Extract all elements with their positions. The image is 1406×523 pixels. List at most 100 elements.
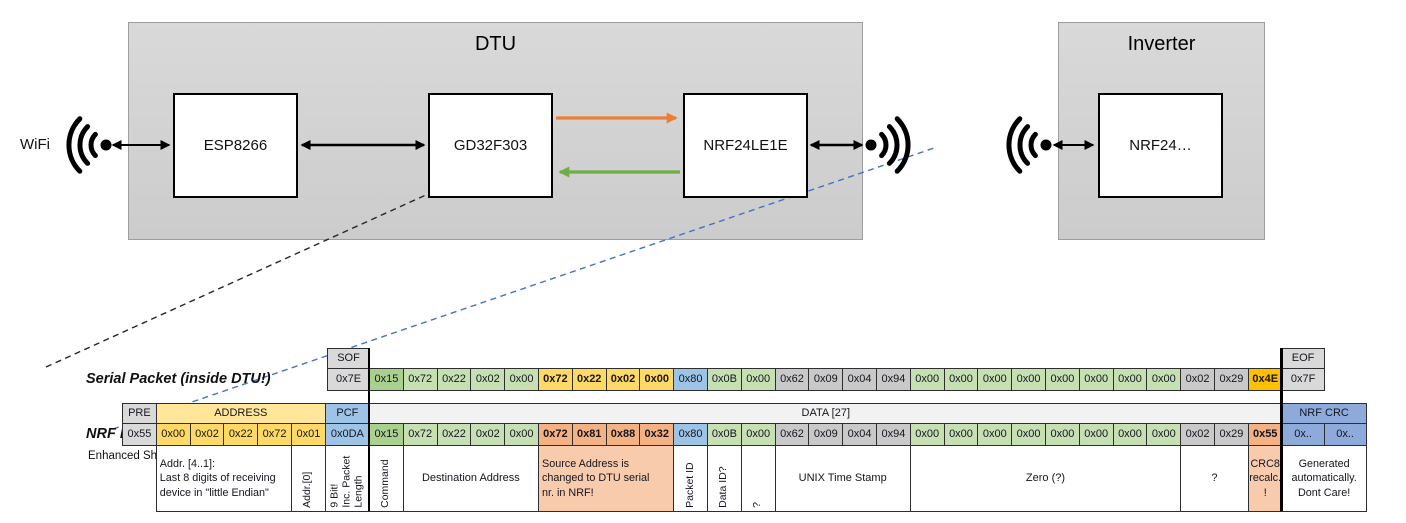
nrf-byte-cell: 0x04 <box>842 423 877 446</box>
serial-byte-cell: 0x00 <box>943 368 979 391</box>
serial-byte-cell: 0x72 <box>402 368 438 391</box>
wifi-label: WiFi <box>20 136 50 153</box>
data-boundary-line-left <box>367 348 371 511</box>
nrf-byte-cell: 0x72 <box>402 423 438 446</box>
wifi-arc <box>1017 124 1031 166</box>
nrf-byte-cell: 0x80 <box>673 423 708 446</box>
serial-byte-cell: 0x00 <box>1078 368 1114 391</box>
pre-header: PRE <box>122 403 157 424</box>
nrf-byte-cell: 0x29 <box>1214 423 1249 446</box>
eof-header: EOF <box>1281 348 1325 369</box>
annotation-text: Packet ID <box>683 461 696 508</box>
annotation-text: UNIX Time Stamp <box>798 472 887 485</box>
serial-byte-cell: 0x00 <box>639 368 675 391</box>
annotation-cell: UNIX Time Stamp <box>774 445 911 512</box>
annotation-cell: Destination Address <box>402 445 539 512</box>
nrf-byte-cell: 0x32 <box>639 423 675 446</box>
annotation-text: Addr.[0] <box>301 471 314 508</box>
serial-byte-cell: 0x72 <box>538 368 573 391</box>
wifi-dot <box>1040 139 1052 151</box>
annotation-cell: Packet ID <box>673 445 708 512</box>
nrf-byte-cell: 0x00 <box>1078 423 1114 446</box>
serial-byte-cell: 0x00 <box>1045 368 1080 391</box>
wifi-dot <box>100 139 112 151</box>
nrf-byte-cell: 0x00 <box>977 423 1013 446</box>
serial-byte-cell: 0x0B <box>707 368 742 391</box>
nrf-byte-cell: 0x00 <box>909 423 945 446</box>
address-byte-cell: 0x01 <box>291 423 326 446</box>
serial-byte-cell: 0x00 <box>1146 368 1182 391</box>
wifi-arc <box>1028 131 1038 159</box>
wifi-arc <box>77 124 91 166</box>
nrf-byte-cell: 0x00 <box>943 423 979 446</box>
annotation-cell: Addr.[0] <box>291 445 326 512</box>
nrf-byte-cell: 0x88 <box>605 423 641 446</box>
nrf-byte-cell: 0x62 <box>774 423 810 446</box>
serial-byte-cell: 0x80 <box>673 368 708 391</box>
annotation-cell: Data ID? <box>707 445 742 512</box>
nrf-byte-cell: 0x0B <box>707 423 742 446</box>
wifi-arc <box>88 131 98 159</box>
wifi-arc <box>894 116 911 174</box>
serial-byte-cell: 0x09 <box>808 368 844 391</box>
nrf-byte-cell: 0x15 <box>369 423 404 446</box>
serial-byte-cell: 0x15 <box>369 368 404 391</box>
nrf-byte-cell: 0x72 <box>538 423 573 446</box>
dtu-title: DTU <box>474 33 517 55</box>
serial-byte-cell: 0x00 <box>1112 368 1148 391</box>
wifi-arc <box>1006 116 1023 174</box>
pcf-header: PCF <box>324 403 370 424</box>
serial-byte-cell: 0x00 <box>909 368 945 391</box>
annotation-cell: Zero (?) <box>909 445 1182 512</box>
serial-byte-cell: 0x00 <box>504 368 539 391</box>
nrf-byte-cell: 0x00 <box>1011 423 1046 446</box>
inverter-box: Inverter <box>1058 22 1265 240</box>
wifi-dot <box>865 139 877 151</box>
crc-byte-cell: 0x.. <box>1281 423 1325 446</box>
nrf-byte-cell: 0x02 <box>470 423 506 446</box>
inverter-nrf24-box: NRF24… <box>1098 93 1223 198</box>
nrf-byte-cell: 0x02 <box>1180 423 1215 446</box>
wifi-arc <box>66 116 83 174</box>
nrf-byte-cell: 0x55 <box>1247 423 1283 446</box>
annotation-text: ? <box>751 501 764 508</box>
pre-value: 0x55 <box>122 423 157 446</box>
serial-byte-cell: 0x29 <box>1214 368 1249 391</box>
pcf-value: 0x0DA <box>324 423 370 446</box>
serial-byte-cell: 0x02 <box>470 368 506 391</box>
esp8266-label: ESP8266 <box>203 137 268 154</box>
address-byte-cell: 0x00 <box>155 423 191 446</box>
address-header: ADDRESS <box>155 403 326 424</box>
serial-byte-cell: 0x04 <box>842 368 877 391</box>
nrf-byte-cell: 0x00 <box>1045 423 1080 446</box>
nrf-crc-header: NRF CRC <box>1281 403 1367 424</box>
annotation-cell: ? <box>1180 445 1249 512</box>
nrf-byte-cell: 0x94 <box>876 423 911 446</box>
annotation-cell: ? <box>740 445 776 512</box>
serial-byte-cell: 0x02 <box>605 368 641 391</box>
nrf-byte-cell: 0x00 <box>1112 423 1148 446</box>
wifi-icon <box>1006 116 1052 174</box>
sof-value: 0x7E <box>327 368 370 391</box>
annotation-text: Destination Address <box>421 472 520 485</box>
address-byte-cell: 0x72 <box>257 423 292 446</box>
nrf-byte-cell: 0x09 <box>808 423 844 446</box>
serial-byte-cell: 0x94 <box>876 368 911 391</box>
annotation-text: Command <box>379 459 392 508</box>
serial-callout-dashed-line <box>45 155 513 368</box>
inverter-nrf24-label: NRF24… <box>1129 137 1192 154</box>
annotation-text: ? <box>1211 472 1218 485</box>
sof-header: SOF <box>327 348 370 369</box>
data-header: DATA [27] <box>369 403 1283 424</box>
inverter-title: Inverter <box>1127 33 1196 55</box>
nrf24le1e-label: NRF24LE1E <box>703 137 788 154</box>
